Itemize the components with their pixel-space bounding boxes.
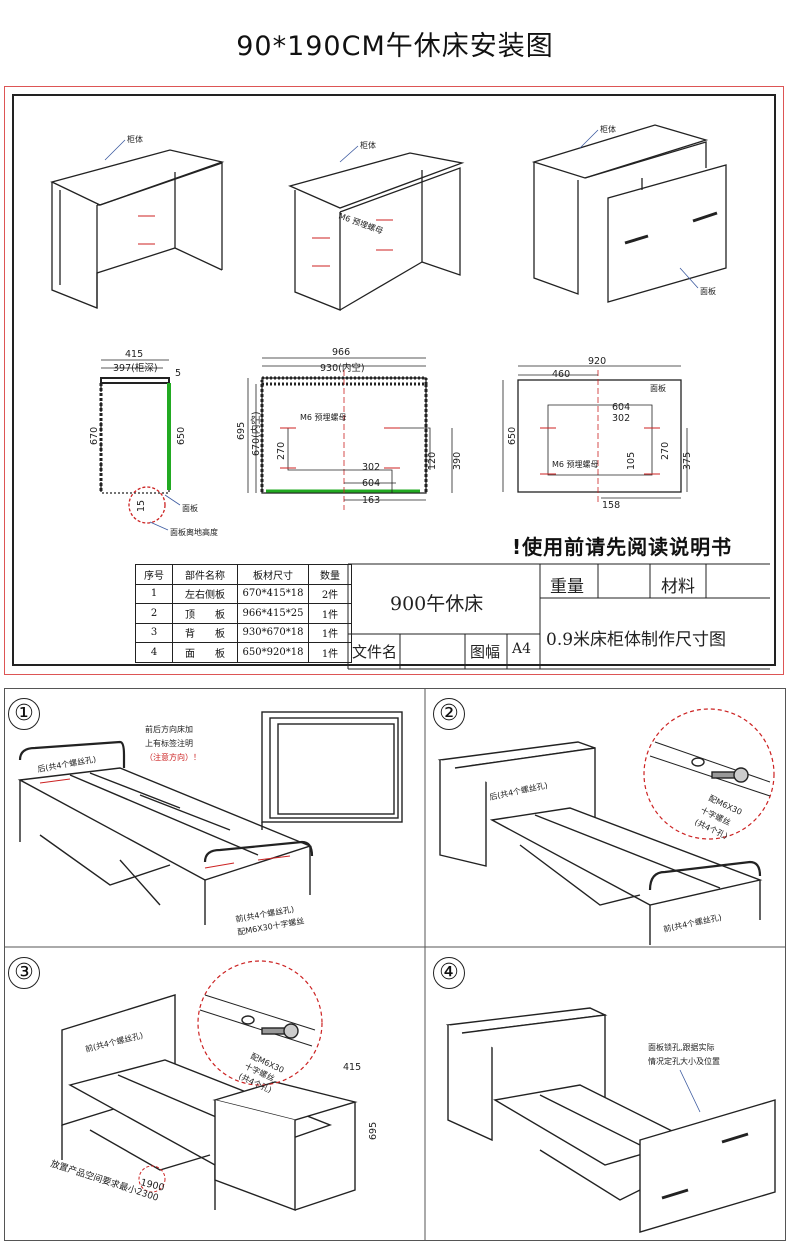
label-steps-s1-note3: （注意方向）！	[145, 752, 201, 762]
label-dims-side-d5: 5	[175, 368, 181, 379]
label-dims-top-w930: 930(内空)	[320, 362, 365, 374]
cabinet-view-2	[288, 152, 465, 311]
label-dims-panel-m6: M6 预埋螺母	[552, 459, 599, 469]
label-dims-top-d604: 604	[362, 478, 380, 489]
step-3-number: ③	[8, 957, 40, 989]
step3-panel-bed	[61, 960, 358, 1212]
warning-icon: !	[512, 535, 523, 559]
drawing-inner-frame	[12, 94, 776, 666]
label-cabinet-1: 柜体	[127, 134, 143, 144]
label-dims-side-floor_note: 面板离地高度	[170, 527, 218, 537]
drawing-title: 0.9米床柜体制作尺寸图	[546, 630, 727, 650]
label-dims-top-d120: 120	[427, 452, 438, 470]
cabinet-view-1	[50, 149, 225, 309]
cabinet-view-3	[531, 124, 727, 303]
label-dims-top-d390: 390	[452, 452, 463, 470]
label-panel: 面板	[700, 286, 716, 296]
label-title_block-file_label: 文件名	[352, 643, 398, 661]
label-dims-top-d163: 163	[362, 495, 380, 506]
drawing-outer-frame	[4, 86, 784, 675]
label-dims-top-h670: 670(内空)	[250, 411, 262, 456]
label-dims-panel-w920: 920	[588, 356, 606, 367]
label-dims-top-w966: 966	[332, 347, 350, 358]
label-dims-side-g15: 15	[136, 500, 147, 512]
label-dims-panel-w460: 460	[552, 369, 570, 380]
label-steps-s3-w415: 415	[343, 1062, 361, 1073]
label-dims-panel-d270: 270	[660, 442, 671, 460]
label-steps-s4-note1: 面板锁孔,跟据实际	[648, 1042, 715, 1052]
label-dims-panel-h650: 650	[507, 427, 518, 445]
label-dims-top-d270: 270	[276, 442, 287, 460]
label-steps-s3-h695: 695	[368, 1122, 379, 1140]
label-dims-top-m6: M6 预埋螺母	[300, 412, 347, 422]
product-name: 900午休床	[390, 593, 484, 615]
side-panel-drawing	[99, 359, 171, 524]
top-board-drawing	[247, 357, 453, 510]
step-1-number: ①	[8, 698, 40, 730]
step-2-number: ②	[433, 698, 465, 730]
label-steps-s1-note2: 上有标签注明	[145, 738, 193, 748]
label-dims-panel-d604: 604	[612, 402, 630, 413]
label-parts_table-rows-3-3: 1件	[308, 642, 352, 663]
label-dims-side-w415: 415	[125, 349, 143, 360]
page-title: 90*190CM午休床安装图	[236, 31, 554, 62]
assembly-steps	[4, 688, 786, 1241]
cabinet-drawings: 柜体 柜体 M6 预埋螺母 柜体 面板 415 397(柜深) 5 670 65…	[50, 124, 727, 537]
notice-read-manual: !使用前请先阅读说明书	[512, 531, 732, 560]
label-parts_table-rows-3-2: 650*920*18	[237, 642, 309, 663]
label-title_block-weight_label: 重量	[550, 577, 584, 597]
face-panel-drawing	[502, 365, 688, 505]
label-dims-panel-d375: 375	[682, 452, 693, 470]
step2-cabinet-bed	[437, 708, 775, 945]
label-notice: 使用前请先阅读说明书	[522, 535, 733, 559]
label-dims-side-panel: 面板	[182, 503, 198, 513]
label-steps-s4-note2: 情况定孔大小及位置	[648, 1056, 720, 1066]
label-parts_table-rows-3-1: 面 板	[172, 642, 238, 663]
step4-bed-closing	[445, 1007, 776, 1233]
label-steps-s2-front: 前(共4个螺丝孔)	[662, 912, 722, 934]
title-block	[347, 563, 770, 670]
label-dims-side-h650: 650	[176, 427, 187, 445]
label-dims-panel-d105: 105	[626, 452, 637, 470]
step1-bed	[17, 711, 403, 925]
step-4-number: ④	[433, 957, 465, 989]
label-dims-top-h695: 695	[236, 422, 247, 440]
label-steps-s1-note1: 前后方向床加	[145, 724, 193, 734]
label-cabinet-2: 柜体	[360, 140, 376, 150]
label-dims-panel-label: 面板	[650, 383, 666, 393]
label-dims-panel-d302: 302	[612, 413, 630, 424]
label-title_block-size_value: A4	[512, 641, 532, 657]
label-dims-side-h670: 670	[89, 427, 100, 445]
label-title_block-size_label: 图幅	[470, 643, 501, 661]
label-dims-side-w397: 397(柜深)	[113, 362, 158, 374]
label-title_block-material_label: 材料	[661, 577, 695, 597]
label-dims-top-d302: 302	[362, 462, 380, 473]
label-cabinet-3: 柜体	[600, 124, 616, 134]
label-parts_table-rows-1-3: 1件	[308, 603, 352, 624]
label-dims-panel-d158: 158	[602, 500, 620, 511]
label-steps-s1-back: 后(共4个螺丝孔)	[37, 754, 97, 774]
